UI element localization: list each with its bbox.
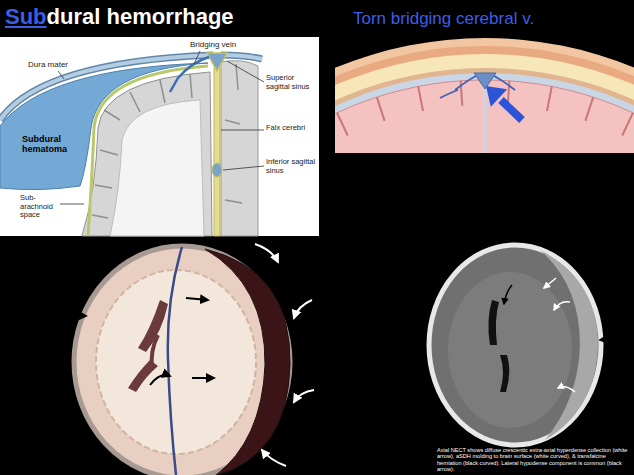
coronal-anatomy-panel-part xyxy=(88,66,208,236)
title-rest: dural hemorrhage xyxy=(47,4,234,29)
ct-scan-image-part xyxy=(540,250,598,440)
coronal-anatomy-panel-part xyxy=(0,55,213,120)
axial-brain-illustration-part xyxy=(152,335,158,370)
anatomy-label: Falx cerebri xyxy=(266,124,316,133)
axial-brain-illustration-part xyxy=(168,247,182,475)
bridging-vein-illustration-part xyxy=(335,54,634,153)
slide-title: Subdural hemorrhage xyxy=(5,4,234,29)
image-caption: Axial NECT shows diffuse crescentic extr… xyxy=(437,447,630,473)
ct-scan-image-part xyxy=(558,387,575,392)
illustration-heading: Torn bridging cerebral v. xyxy=(353,9,534,29)
title-prefix: Sub xyxy=(5,4,47,29)
axial-brain-illustration-part xyxy=(186,298,208,300)
axial-brain-illustration-part xyxy=(294,300,312,318)
ct-scan-image-part xyxy=(554,302,570,310)
bridging-vein-illustration-part xyxy=(501,100,522,120)
axial-brain-illustration-part xyxy=(74,246,290,475)
coronal-anatomy-panel-part xyxy=(212,163,222,177)
ct-scan-image-part xyxy=(429,245,601,445)
anatomy-label: Superior sagittal sinus xyxy=(266,74,316,91)
anatomy-label: Dura mater xyxy=(28,60,68,69)
bridging-vein-illustration-part xyxy=(335,38,634,153)
bridging-vein-illustration-part xyxy=(335,80,634,153)
coronal-anatomy-panel-part xyxy=(221,61,258,236)
anatomy-label: Subdural hematoma xyxy=(22,134,84,155)
bridging-vein-illustration-part xyxy=(474,73,496,89)
bridging-vein-illustration xyxy=(335,38,634,153)
coronal-anatomy-panel xyxy=(0,37,319,236)
bridging-vein-illustration-part xyxy=(486,86,507,107)
axial-brain-illustration-part xyxy=(255,244,278,262)
bridging-vein-illustration-part xyxy=(335,46,634,153)
ct-scan-image-part xyxy=(500,355,509,392)
bridging-vein-illustration-part xyxy=(440,76,515,98)
axial-brain-illustration-part xyxy=(150,375,170,385)
coronal-anatomy-panel-part xyxy=(170,57,209,92)
coronal-anatomy-panel-part xyxy=(0,55,213,120)
ct-scan-image-part xyxy=(448,272,572,428)
ct-scan-image-part xyxy=(488,300,499,345)
coronal-anatomy-panel-part xyxy=(207,53,227,71)
ct-scan-image xyxy=(429,245,616,445)
axial-brain-illustration-part xyxy=(192,377,214,379)
anatomy-label: Bridging vein xyxy=(190,40,236,49)
axial-brain-illustration xyxy=(62,244,314,475)
coronal-anatomy-panel-part xyxy=(221,55,262,59)
ct-scan-image-part xyxy=(504,285,512,304)
anatomy-label: Sub-arachnoid space xyxy=(20,194,60,220)
axial-brain-illustration-part xyxy=(262,450,286,466)
axial-brain-illustration-part xyxy=(96,270,256,454)
bridging-vein-illustration-part xyxy=(335,68,634,153)
axial-brain-illustration-part xyxy=(62,315,86,316)
axial-brain-illustration-part xyxy=(294,390,314,402)
coronal-anatomy-panel-part xyxy=(110,100,204,236)
coronal-anatomy-panel-part xyxy=(0,37,319,236)
bridging-vein-illustration-part xyxy=(335,73,634,153)
coronal-anatomy-panel-part xyxy=(221,55,262,59)
coronal-anatomy-panel-part xyxy=(214,68,220,236)
anatomy-label: Inferior sagittal sinus xyxy=(266,158,316,175)
ct-scan-image-part xyxy=(544,278,556,288)
coronal-anatomy-panel-part xyxy=(58,51,264,204)
bridging-vein-illustration-part xyxy=(484,86,487,153)
axial-brain-illustration-part xyxy=(205,249,290,475)
ct-scan-image-part xyxy=(600,338,616,340)
